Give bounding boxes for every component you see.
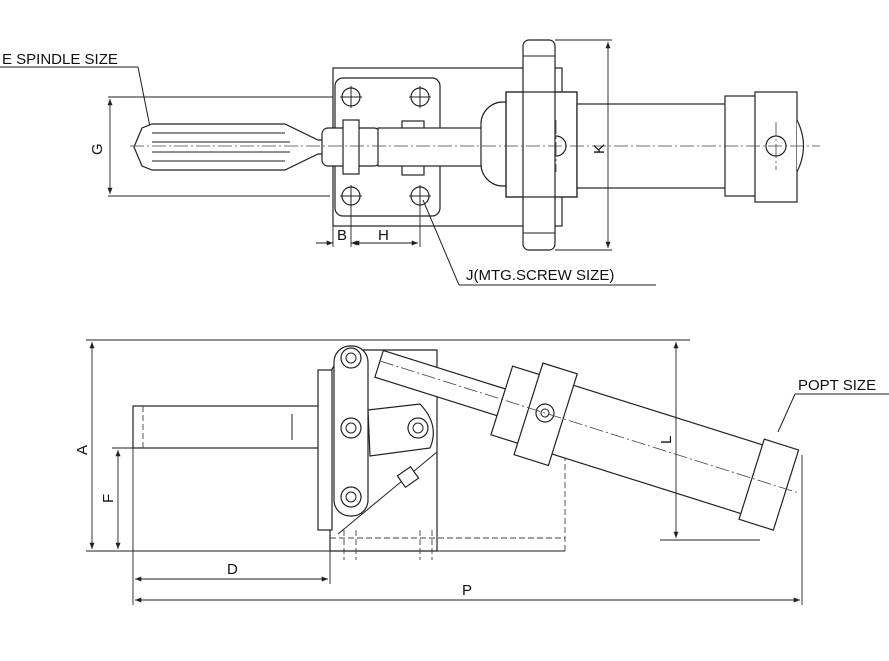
mtg-screw-size-label: J(MTG.SCREW SIZE): [466, 267, 614, 284]
side-view: A F: [74, 339, 889, 605]
stop-block: [396, 465, 420, 489]
dimension-k-label: K: [591, 144, 608, 154]
spindle-side: [132, 405, 324, 449]
cylinder-side: [374, 349, 800, 531]
dimension-a-label: A: [74, 445, 91, 455]
mounting-holes: [340, 86, 431, 207]
dimension-b-label: B: [337, 227, 347, 244]
popt-size-label: POPT SIZE: [798, 377, 876, 394]
piston-rod: [377, 127, 499, 167]
linkage-plate: [367, 403, 434, 457]
top-view: E SPINDLE SIZE G: [0, 39, 820, 286]
dimension-f-label: F: [100, 494, 117, 503]
linkage-pin: [342, 119, 360, 175]
dimension-g-label: G: [89, 143, 106, 155]
trunnion-pin: [522, 39, 556, 251]
spindle-size-label: E SPINDLE SIZE: [2, 51, 118, 68]
end-cap-side: [738, 438, 800, 531]
dimension-p-label: P: [462, 582, 472, 599]
pivot-pins: [340, 347, 429, 508]
dimension-h-label: H: [378, 227, 389, 244]
dimension-d-label: D: [227, 561, 238, 578]
spindle: [133, 123, 327, 171]
dimension-l-label: L: [658, 436, 675, 444]
spindle-holder: [317, 369, 333, 531]
